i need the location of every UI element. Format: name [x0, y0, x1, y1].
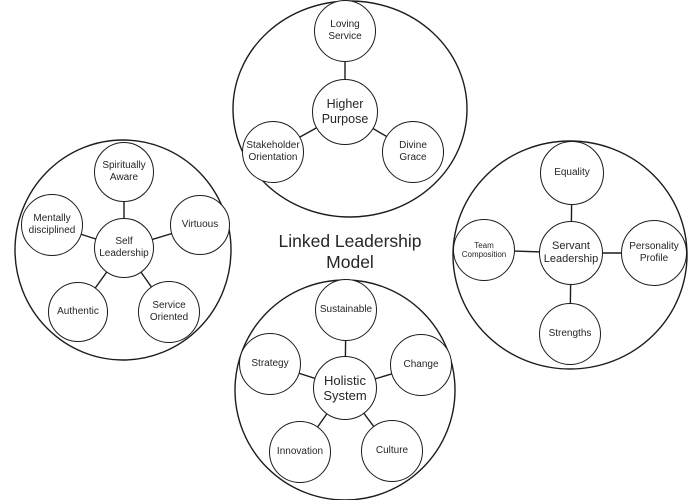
diagram-title: Linked Leadership Model	[250, 231, 450, 273]
node-divine-grace: Divine Grace	[382, 121, 444, 183]
node-label: Strategy	[251, 358, 289, 370]
node-label: Equality	[554, 167, 590, 179]
node-servant-leadership-hub: Servant Leadership	[539, 221, 603, 285]
node-label: Virtuous	[181, 219, 219, 231]
node-label: Mentally disciplined	[28, 213, 76, 236]
node-culture: Culture	[361, 420, 423, 482]
node-label: Loving Service	[328, 19, 362, 42]
node-service-oriented: Service Oriented	[138, 281, 200, 343]
node-label: Higher Purpose	[321, 97, 369, 126]
node-label: Divine Grace	[399, 140, 427, 163]
node-strengths: Strengths	[539, 303, 601, 365]
node-self-leadership-hub: Self Leadership	[94, 218, 154, 278]
node-label: Sustainable	[319, 304, 373, 316]
outer-circle-self-leadership	[14, 139, 232, 361]
node-higher-purpose-hub: Higher Purpose	[312, 79, 378, 145]
node-label: Holistic System	[323, 372, 367, 403]
node-virtuous: Virtuous	[170, 195, 230, 255]
diagram-title-line1: Linked Leadership	[278, 231, 422, 251]
node-equality: Equality	[540, 141, 604, 205]
diagram-title-line2: Model	[326, 252, 374, 272]
node-label: Strengths	[548, 328, 592, 340]
node-team-composition: Team Composition	[453, 219, 515, 281]
node-change: Change	[390, 334, 452, 396]
node-mentally-disciplined: Mentally disciplined	[21, 194, 83, 256]
node-label: Innovation	[276, 446, 324, 458]
node-label: Culture	[375, 445, 409, 457]
node-personality-profile: Personality Profile	[621, 220, 687, 286]
node-label: Personality Profile	[629, 241, 679, 264]
node-label: Authentic	[57, 306, 99, 318]
node-innovation: Innovation	[269, 421, 331, 483]
node-stakeholder-orientation: Stakeholder Orientation	[242, 121, 304, 183]
node-label: Spiritually Aware	[102, 160, 146, 183]
node-label: Stakeholder Orientation	[246, 140, 300, 163]
node-label: Service Oriented	[149, 300, 189, 323]
node-strategy: Strategy	[239, 333, 301, 395]
node-label: Team Composition	[461, 240, 507, 259]
node-spiritually-aware: Spiritually Aware	[94, 142, 154, 202]
node-label: Change	[403, 359, 439, 371]
node-label: Servant Leadership	[543, 240, 599, 265]
node-loving-service: Loving Service	[314, 0, 376, 62]
node-holistic-system-hub: Holistic System	[313, 356, 377, 420]
node-label: Self Leadership	[99, 236, 149, 259]
node-sustainable: Sustainable	[315, 279, 377, 341]
node-authentic: Authentic	[48, 282, 108, 342]
